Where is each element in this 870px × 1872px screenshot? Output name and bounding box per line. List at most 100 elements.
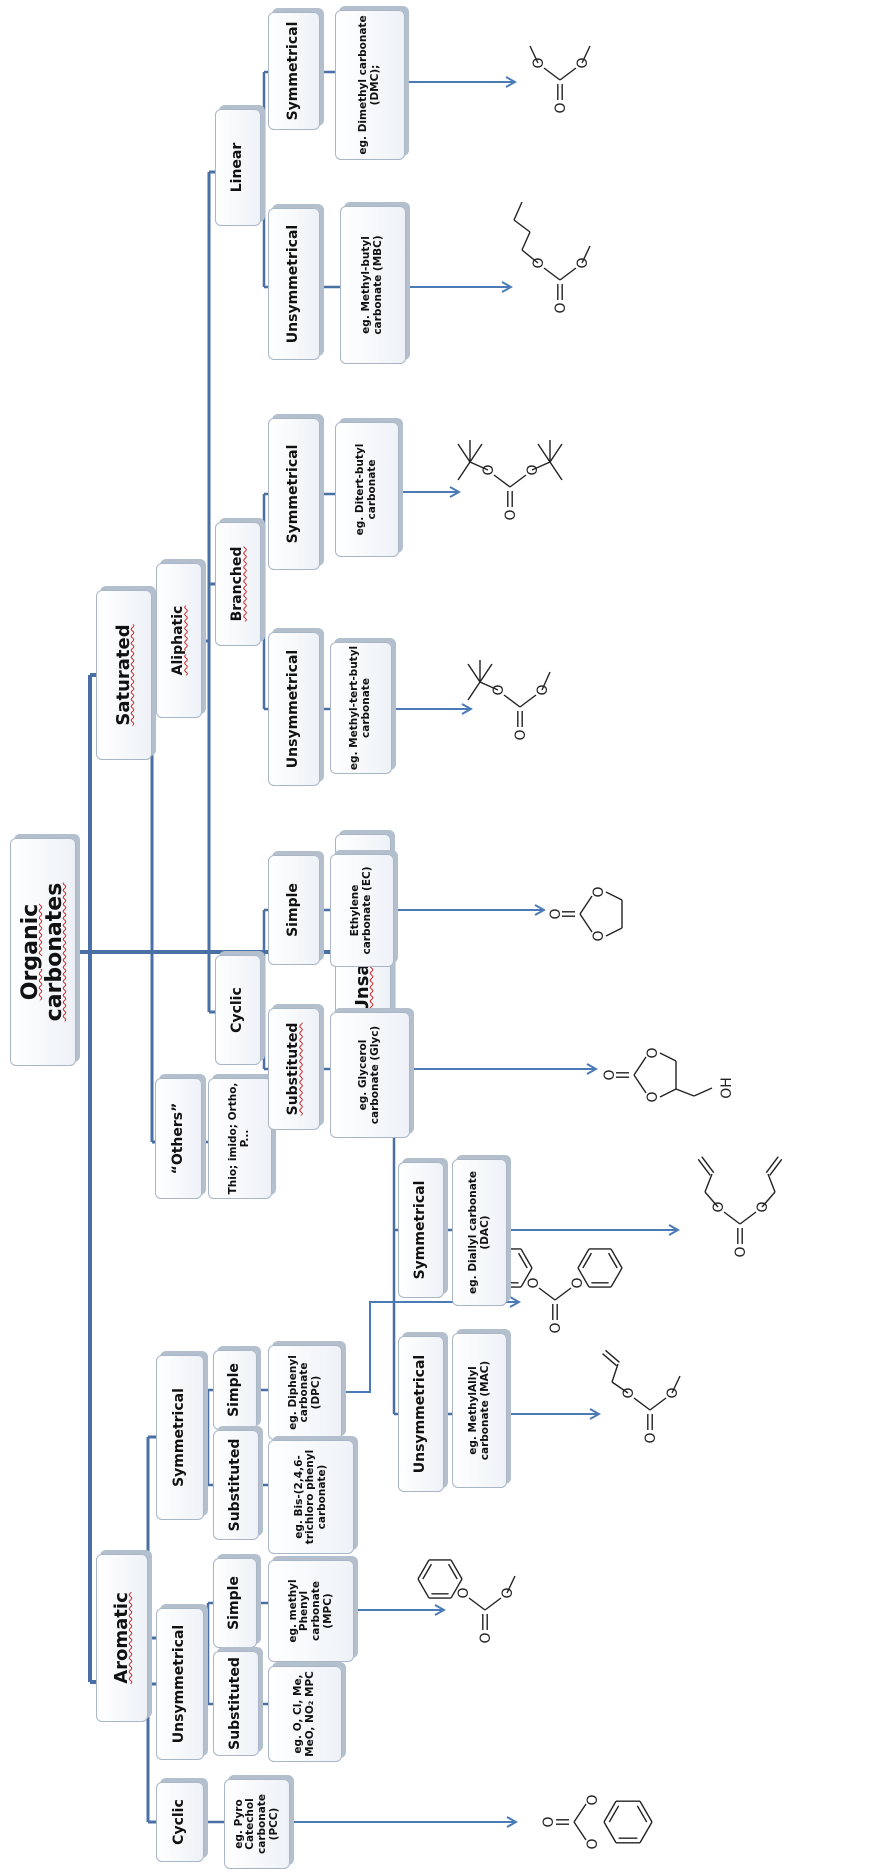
aromatic-label: Aromatic [111,1592,133,1684]
ester-bond [468,1597,486,1611]
connector-branched [261,492,268,711]
branched-node: Branched [215,522,261,646]
arom-sym-substituted-label: Substituted [227,1438,244,1532]
ester-bond [543,267,561,281]
ring-double-bond [636,1805,648,1823]
arom-cyclic-node: Cyclic [156,1782,204,1862]
cyclic-substituted-node: Substituted [268,1008,320,1130]
vinyl-bond [604,1349,620,1363]
chain-bond [761,1191,776,1208]
cyclic-simple-label: Simple [285,883,302,937]
methyl-bond [506,1575,516,1594]
vinyl-bond [697,1158,711,1176]
cyclic-aliphatic-node: Cyclic [215,955,261,1065]
methyl-bond [549,443,563,463]
unsat-symmetrical-node: Symmetrical [398,1162,444,1298]
linear-unsymmetrical-node: Unsymmetrical [268,208,320,360]
bis-trichlorophenyl-example-node: eg. Bis-(2,4,6-trichloro phenyl carbonat… [268,1440,354,1554]
ring-bond [639,1800,653,1823]
ring-bond [579,895,593,915]
cyclic-substituted-label: Substituted [285,1022,302,1116]
methyl-tertbutyl-example-node: eg. Methyl-tert-butyl carbonate [330,642,392,774]
cyclic-simple-node: Simple [268,855,320,965]
branched-unsymmetrical-node: Unsymmetrical [268,632,320,786]
arom-sym-substituted-node: Substituted [213,1430,259,1540]
molecule-pcc: OOO [541,1794,653,1850]
chain-bond [704,1173,713,1193]
dmc-example-label: eg. Dimethyl carbonate (DMC); [357,15,381,155]
ester-oxygen: O [491,684,507,695]
others-label: “Others” [169,1102,186,1175]
ring-bond [579,913,593,933]
unsat-unsymmetrical-node: Unsymmetrical [398,1336,444,1492]
ring-double-bond [608,1805,620,1823]
ester-oxygen: O [531,257,547,268]
vinyl-bond [701,1156,715,1174]
ring-oxygen: O [585,1838,601,1849]
linear-node: Linear [215,109,261,226]
ester-bond [649,1397,667,1411]
ring-bond [610,1248,623,1269]
ring-double-bond [607,1252,618,1269]
others-example-node: Thio; imido; Ortho, P... [208,1078,272,1199]
ester-oxygen: O [575,257,591,268]
ring-bond [417,1578,430,1599]
carbonyl-oxygen: O [548,908,564,919]
aliphatic-label: Aliphatic [170,605,187,676]
connector-arom-sym [204,1388,213,1487]
chain-bond [513,219,531,233]
ring-bond [520,1267,533,1288]
carbonyl-oxygen: O [478,1632,494,1643]
carbonyl-oxygen: O [503,509,519,520]
arom-unsym-substituted-node: Substituted [213,1651,259,1756]
ester-oxygen: O [665,1387,681,1398]
carbonyl-oxygen: O [602,1069,618,1080]
branched-symmetrical-node: Symmetrical [268,418,320,570]
methyl-tertbutyl-example-label: eg. Methyl-tert-butyl carbonate [348,645,372,771]
chain-bond [704,1191,719,1208]
methyl-bond [541,671,551,691]
pcc-example-node: eg. Pyro Catechol carbonate (PCC) [224,1779,290,1869]
root-node: Organic carbonates [10,838,76,1066]
methyl-bond [457,443,471,463]
ring-bond [633,1074,647,1094]
chain-bond [693,1087,713,1097]
molecule-ec: OOO [548,886,623,942]
ester-bond [633,1397,651,1411]
ec-example-node: Ethylene carbonate (EC) [330,854,394,967]
carbonyl-oxygen: O [553,302,569,313]
ring-bond [450,1559,463,1580]
glyc-example-label: eg. Glycerol carbonate (Glyc) [357,1025,381,1125]
ring-double-bond [582,1252,593,1269]
arom-unsymmetrical-label: Unsymmetrical [171,1624,188,1744]
methyl-bond [549,461,563,481]
carbonyl-oxygen: O [513,729,529,740]
vinyl-bond [769,1158,783,1176]
ester-bond [538,1287,556,1301]
pcc-example-label: eg. Pyro Catechol carbonate (PCC) [232,1794,280,1854]
ester-oxygen: O [500,1587,516,1598]
connector-saturated [150,639,156,1144]
ester-bond [519,694,537,708]
glyc-example-node: eg. Glycerol carbonate (Glyc) [330,1012,410,1138]
dpc-example-label: eg. Diphenyl carbonate (DPC) [286,1355,322,1430]
substituted-mpc-example-node: eg. O, Cl, Me, MeO, NO₂ MPC [268,1666,342,1762]
dpc-example-node: eg. Diphenyl carbonate (DPC) [268,1345,342,1440]
branched-unsymmetrical-label: Unsymmetrical [285,649,302,769]
mpc-example-node: eg. methyl Phenyl carbonate (MPC) [268,1560,354,1662]
ring-bond [603,1800,617,1823]
ring-bond [520,1248,533,1269]
chain-bond [479,681,499,691]
ester-bond [739,1211,757,1225]
linear-symmetrical-label: Symmetrical [285,21,302,121]
carbonyl-oxygen: O [733,1246,749,1257]
